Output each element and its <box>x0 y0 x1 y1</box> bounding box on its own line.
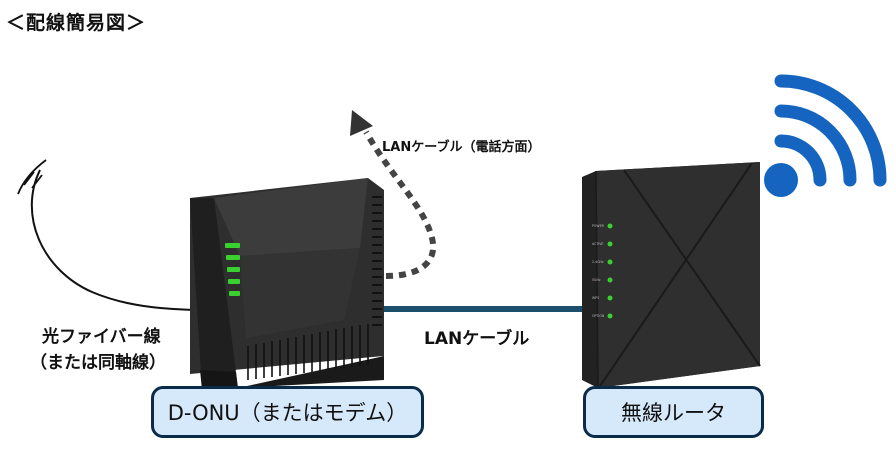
router-leds <box>607 223 613 319</box>
onu-label-box: D-ONU（またはモデム） <box>151 386 424 438</box>
lan-cable-label: LANケーブル <box>424 329 530 349</box>
coax-line-label: （または同軸線） <box>30 353 166 373</box>
led-label-option: OPTION <box>592 314 605 318</box>
fiber-cable-end-icon <box>17 159 47 195</box>
onu-led-indicators <box>225 243 240 296</box>
onu-vent-bottom <box>247 324 369 380</box>
led-label-5ghz: 5GHz <box>592 278 601 282</box>
led-label-power: POWER <box>592 224 605 228</box>
phone-cable-label: LANケーブル（電話方面） <box>382 140 541 155</box>
wifi-icon <box>764 74 887 197</box>
router-label-box: 無線ルータ <box>583 386 764 438</box>
led-label-wps: WPS <box>592 296 599 300</box>
router-label: 無線ルータ <box>621 401 726 425</box>
led-label-active: ACTIVE <box>592 242 603 246</box>
arrow-up-icon <box>350 110 373 136</box>
fiber-line-label: 光ファイバー線 <box>42 327 161 347</box>
diagram-title: ＜配線簡易図＞ <box>6 12 147 34</box>
onu-device <box>190 178 384 390</box>
led-label-2-4ghz: 2.4GHz <box>592 260 604 264</box>
fiber-cable <box>30 169 197 311</box>
onu-label: D-ONU（またはモデム） <box>167 401 408 425</box>
phone-lan-cable <box>363 130 437 279</box>
router-led-labels: POWER ACTIVE 2.4GHz 5GHz WPS OPTION <box>592 224 605 318</box>
onu-vent-side <box>372 196 382 326</box>
router-device: POWER ACTIVE 2.4GHz 5GHz WPS OPTION <box>582 162 761 389</box>
